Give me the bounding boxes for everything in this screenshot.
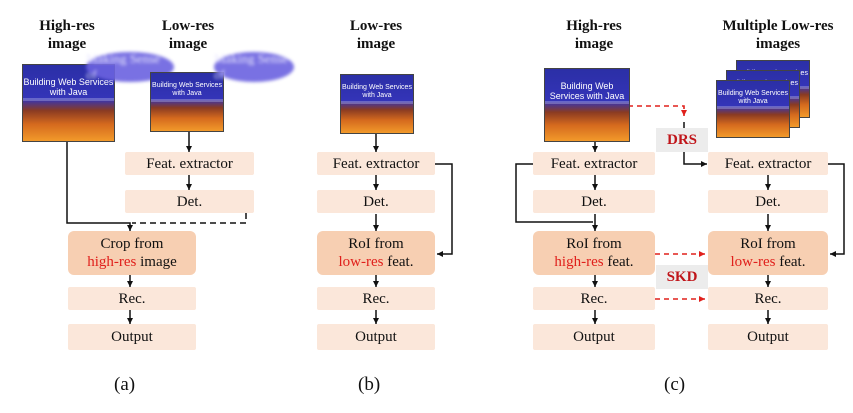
skd-label: SKD [656,265,708,289]
c-rec-box: Rec. [533,287,655,310]
c-roi-line1: RoI from [566,236,622,252]
b-feat-to-roi-arrow [435,163,453,257]
c-book1-title: Building Web Services with Java [718,89,788,105]
c-multi-low-res-title: Multiple Low-res images [722,18,834,52]
c2-det-box: Det. [708,190,828,213]
b-roi-red: low-res [338,254,384,270]
b-low-res-title: Low-res image [349,18,403,52]
b-output-box: Output [317,324,435,350]
a-crop-line1: Crop from [100,236,164,252]
b-low-res-image: Building Web Services with Java [340,74,414,134]
c2-output-box: Output [708,324,828,350]
c-roi-box: RoI from high-res feat. [533,231,655,275]
b-feat-extractor-box: Feat. extractor [317,152,435,175]
a-crop-rest: image [136,254,177,270]
a-det-dashed-line [132,203,247,224]
b-roi-line1: RoI from [348,236,404,252]
c-high-res-title: High-res image [566,18,622,52]
b-rec-box: Rec. [317,287,435,310]
a-rec-box: Rec. [68,287,196,310]
c2-roi-red: low-res [730,254,776,270]
b-roi-box: RoI from low-res feat. [317,231,435,275]
c-book-title: Building Web Services with Java [549,80,625,101]
a-caption: (a) [114,374,136,395]
c-caption: (c) [664,374,686,395]
c-feat-bypass-line [515,163,593,223]
b-det-box: Det. [317,190,435,213]
a-feat-extractor-box: Feat. extractor [125,152,254,175]
b-roi-rest: feat. [383,254,414,270]
a-blur-overlay-2: Making Sense of [214,51,294,82]
c2-roi-line1: RoI from [740,236,796,252]
a-output-box: Output [68,324,196,350]
c2-roi-rest: feat. [775,254,806,270]
c2-feat-extractor-box: Feat. extractor [708,152,828,175]
drs-label: DRS [656,128,708,152]
c-roi-red: high-res [554,254,604,270]
a-crop-box: Crop from high-res image [68,231,196,275]
b-book-title: Building Web Services with Java [342,84,412,100]
a-det-box: Det. [125,190,254,213]
a-high-res-title: High-res image [39,18,95,52]
c-feat-extractor-box: Feat. extractor [533,152,655,175]
b-caption: (b) [358,374,381,395]
a-crop-red: high-res [87,254,137,270]
c-high-res-image: Building Web Services with Java [544,68,630,142]
c-det-box: Det. [533,190,655,213]
a-book-title: Building Web Services with Java [23,77,114,98]
c2-feat-to-roi-arrow [828,163,845,257]
a-high-to-crop-arrow [66,140,133,231]
c-low-res-image-1: Building Web Services with Java [716,80,790,138]
a-low-res-title: Low-res image [161,18,215,52]
drs-dashed-arrow [628,105,687,116]
c-output-box: Output [533,324,655,350]
a-small-book-title: Building Web Services with Java [152,82,222,98]
c2-rec-box: Rec. [708,287,828,310]
a-low-res-image: Building Web Services with Java [150,72,224,132]
c-roi-rest: feat. [603,254,634,270]
c2-roi-box: RoI from low-res feat. [708,231,828,275]
